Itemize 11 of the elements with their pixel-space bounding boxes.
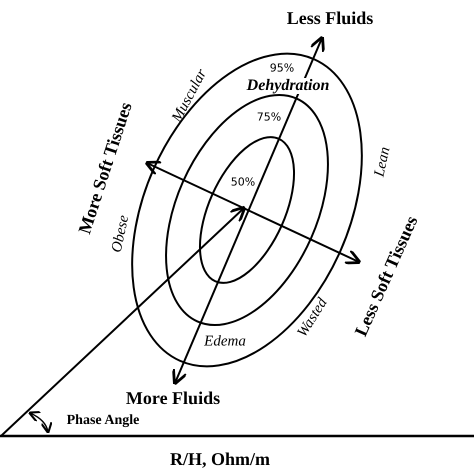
region-label: Obese <box>110 214 132 254</box>
region-label: Edema <box>204 334 246 350</box>
percentile-label: 95% <box>270 62 294 74</box>
axis-label: More Fluids <box>126 389 220 407</box>
percentile-label: 50% <box>230 176 256 188</box>
region-label: Lean <box>372 146 394 178</box>
percentile-label: 75% <box>256 112 282 122</box>
region-label: Dehydration <box>246 78 330 94</box>
angle-label: Phase Angle <box>66 414 140 428</box>
axis-label: Less Fluids <box>286 9 374 27</box>
axis-title: R/H, Ohm/m <box>170 450 270 468</box>
